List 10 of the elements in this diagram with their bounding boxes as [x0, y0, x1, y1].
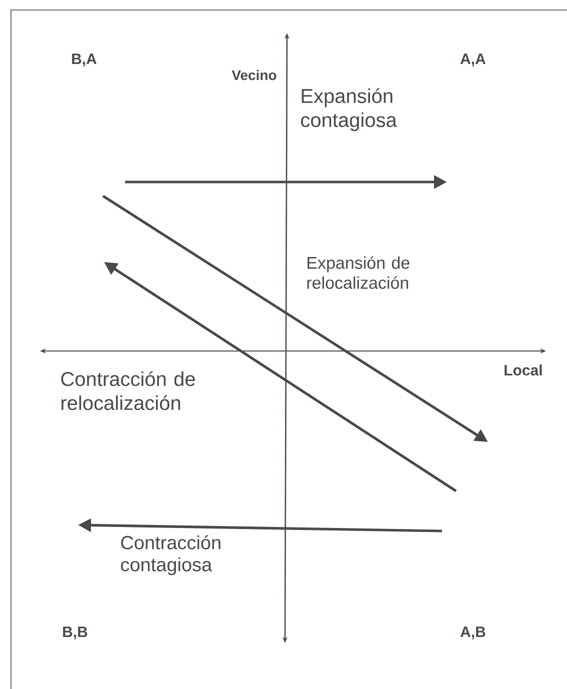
axis-label: Contracción de relocalización [61, 371, 195, 410]
axis-label: B,B [63, 626, 88, 640]
axis-label: Contracción contagiosa [121, 535, 220, 576]
axis-label: Vecino [232, 70, 276, 80]
axis-label: A,A [460, 54, 486, 66]
axis-label: Expansión de relocalización [307, 256, 410, 289]
axis-label: A,B [460, 626, 486, 640]
axis-label: Expansión contagiosa [301, 88, 397, 132]
axis-label: B,A [72, 54, 96, 66]
axis-label: Local [504, 364, 542, 376]
